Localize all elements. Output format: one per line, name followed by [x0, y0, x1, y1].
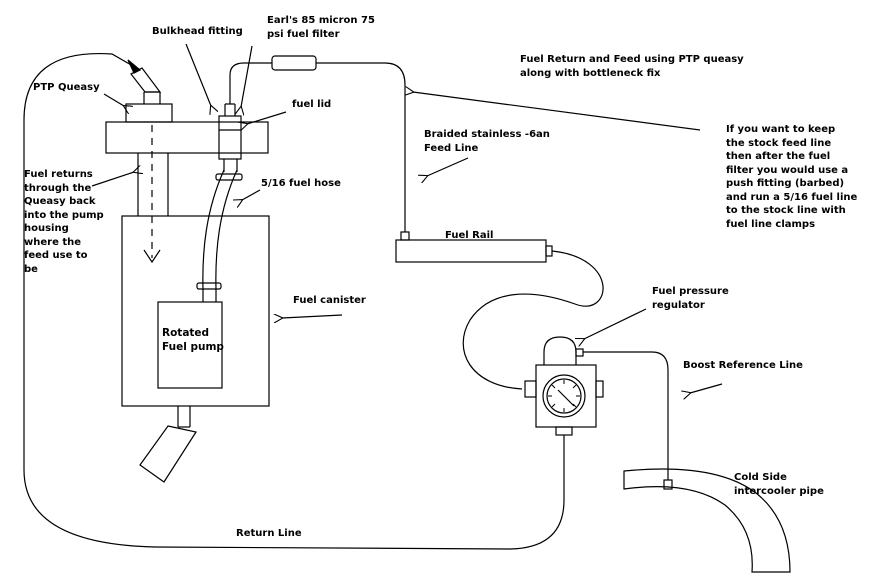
label-ptp-queasy: PTP Queasy — [33, 82, 100, 93]
label-fuel-rail: Fuel Rail — [445, 230, 494, 241]
braided-feed-line — [316, 62, 406, 232]
return-line — [23, 52, 565, 550]
intercooler-pipe — [623, 468, 791, 573]
label-boost-reference-line: Boost Reference Line — [683, 360, 803, 371]
fuel-filter — [271, 55, 317, 71]
rail-to-regulator-line — [462, 250, 604, 390]
arrow-stock-feed-note — [413, 92, 701, 131]
arrow-fuel-lid — [247, 111, 287, 124]
arrow-fuel-hose — [242, 189, 261, 200]
boost-fitting — [663, 479, 673, 490]
arrow-bulkhead — [185, 43, 211, 106]
pump-module-lid — [105, 121, 269, 154]
label-fuel-returns: Fuel returns through the Queasy back int… — [24, 169, 104, 275]
arrow-ptp-queasy — [103, 93, 124, 106]
label-fuel-lid: fuel lid — [292, 99, 332, 110]
label-braided-feed-line: Braided stainless -6an Feed Line — [424, 129, 550, 154]
label-return-and-feed: Fuel Return and Feed using PTP queasy al… — [520, 54, 744, 79]
return-arrow-tip — [127, 59, 142, 74]
fuel-pump — [157, 301, 223, 389]
label-return-line: Return Line — [236, 528, 302, 539]
pump-module-neck — [137, 153, 169, 216]
label-bulkhead-fitting: Bulkhead fitting — [152, 26, 243, 37]
arrow-fuel-returns — [91, 172, 134, 187]
arrow-boost-line — [690, 383, 723, 393]
ptp-queasy-fitting — [125, 67, 173, 123]
label-stock-feed-note: If you want to keep the stock feed line … — [726, 124, 858, 230]
label-fuel-pump: Rotated Fuel pump — [162, 327, 224, 353]
label-fuel-pressure-regulator: Fuel pressure regulator — [652, 286, 729, 311]
fuel-hose — [196, 169, 243, 302]
arrow-fpr — [584, 308, 647, 339]
rail-end-fitting — [545, 245, 553, 257]
label-fuel-filter: Earl's 85 micron 75 psi fuel filter — [267, 15, 375, 40]
fuel-rail — [395, 239, 547, 263]
pickup-outlet — [139, 406, 197, 483]
arrow-filter — [241, 45, 253, 107]
arrow-fuel-canister — [282, 315, 343, 318]
return-flow-arrowhead — [143, 249, 161, 264]
bulkhead-fitting — [218, 103, 242, 172]
feed-line-to-filter — [229, 62, 272, 104]
arrow-braided-line — [427, 157, 469, 176]
rail-inlet-fitting — [400, 231, 410, 241]
label-intercooler-pipe: Cold Side intercooler pipe — [734, 472, 824, 497]
boost-reference-line — [583, 351, 669, 480]
label-fuel-hose: 5/16 fuel hose — [261, 178, 341, 189]
label-fuel-canister: Fuel canister — [293, 295, 366, 306]
fuel-canister — [121, 215, 270, 407]
